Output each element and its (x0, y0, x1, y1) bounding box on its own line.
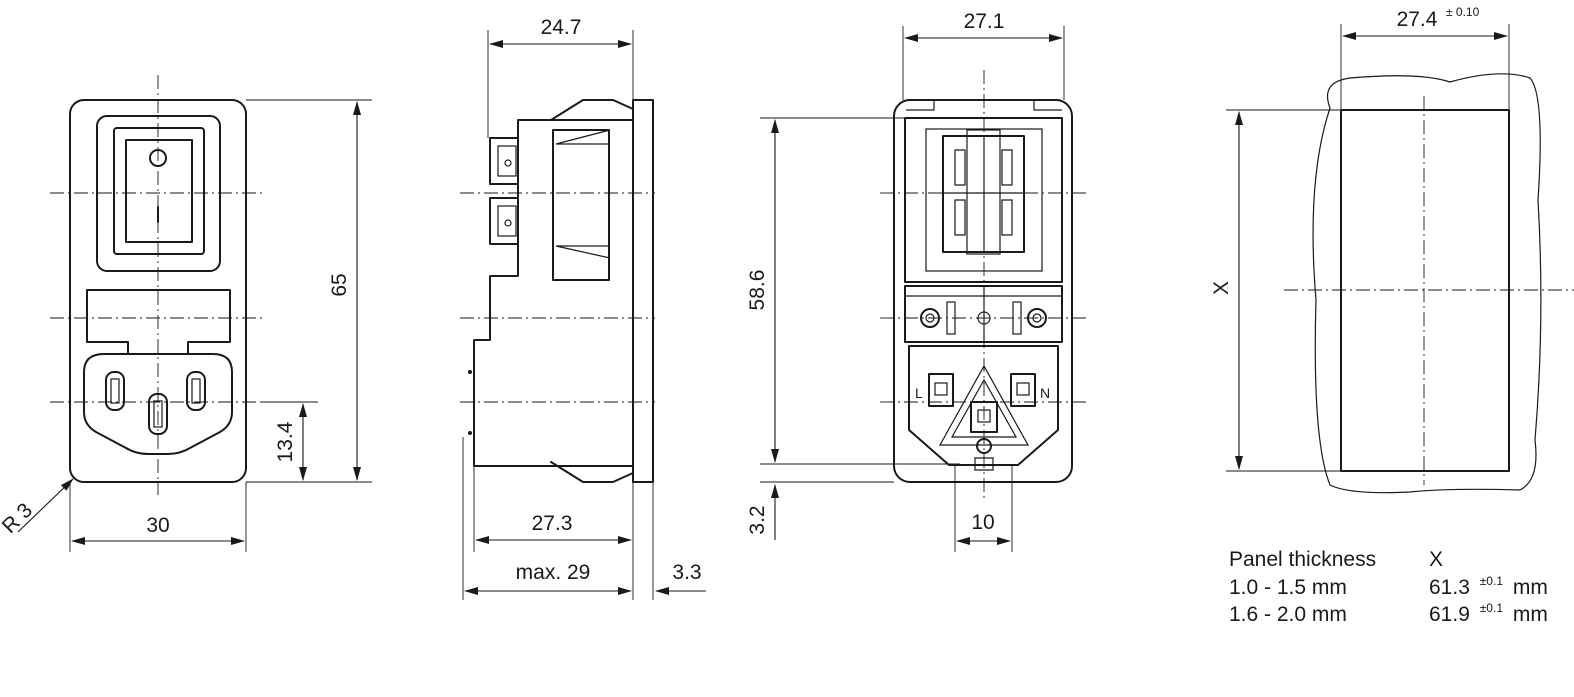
side-window (552, 129, 610, 281)
table-row-thickness: 1.6 - 2.0 mm (1229, 603, 1347, 626)
fuse-drawer (86, 289, 231, 355)
rear-view: L N 27.1 58.6 3.2 10 (746, 10, 1086, 552)
front-flange (632, 99, 654, 483)
socket-pin-neutral (186, 371, 206, 411)
inner-depth-dimension: 27.3 (532, 512, 573, 535)
bottom-offset-dimension: 3.2 (746, 505, 769, 534)
terminal-upper (489, 137, 519, 185)
label-neutral: N (1040, 385, 1050, 401)
rear-width-dimension: 27.1 (964, 10, 1005, 33)
rear-height-dimension: 58.6 (746, 270, 769, 311)
table-header-x: X (1429, 548, 1443, 571)
panel-cutout (1340, 109, 1510, 472)
corner-radius-dimension: R 3 (0, 499, 37, 538)
body-depth-dimension: 24.7 (541, 16, 582, 39)
socket-pin-live (105, 371, 125, 411)
cutout-view: 27.4 ± 0.10 X (1210, 5, 1574, 494)
rear-socket-outline (908, 345, 1059, 466)
snap-latch-bottom (550, 461, 634, 483)
terminal-lower (489, 197, 519, 245)
switch-bezel (96, 115, 221, 272)
iec-socket-outline (83, 353, 233, 455)
side-view: 24.7 27.3 max. 29 3.3 (460, 16, 706, 600)
snap-latch-top (550, 99, 634, 121)
flange-dimension: 3.3 (672, 561, 701, 584)
front-height-dimension: 65 (328, 273, 351, 296)
panel-thickness-table: Panel thickness X 1.0 - 1.5 mm 61.3 ±0.1… (1229, 548, 1548, 626)
cutout-width-tolerance: ± 0.10 (1446, 5, 1480, 19)
rear-housing-outline (893, 99, 1073, 483)
terminal-live (928, 373, 954, 407)
switch-module (904, 117, 1063, 283)
label-live: L (915, 385, 923, 401)
max-depth-dimension: max. 29 (516, 561, 591, 584)
cutout-height-dimension: X (1210, 281, 1233, 295)
panel-freeform-outline (1312, 73, 1542, 494)
switch-frame (113, 127, 205, 255)
switch-contacts (942, 135, 1025, 253)
earth-width-dimension: 10 (971, 511, 994, 534)
terminal-neutral (1010, 373, 1036, 407)
table-row-value: 61.9 ±0.1 mm (1429, 594, 1548, 626)
socket-offset-dimension: 13.4 (274, 421, 297, 462)
table-row-value: 61.3 ±0.1 mm (1429, 567, 1548, 599)
front-view: 65 13.4 30 R 3 (0, 75, 372, 552)
rocker-switch (125, 139, 193, 243)
table-row-thickness: 1.0 - 1.5 mm (1229, 576, 1347, 599)
cutout-width-dimension: 27.4 (1397, 8, 1438, 31)
front-width-dimension: 30 (146, 514, 169, 537)
table-header-thickness: Panel thickness (1229, 548, 1376, 571)
